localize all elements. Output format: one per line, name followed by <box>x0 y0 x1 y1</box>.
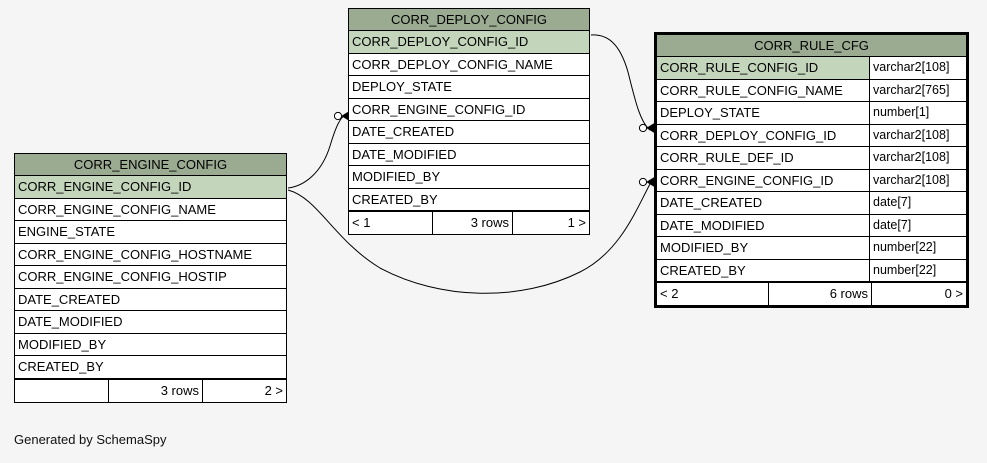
column-row[interactable]: DATE_CREATED <box>15 289 286 311</box>
column-type: number[22] <box>869 237 966 259</box>
column-name: DEPLOY_STATE <box>352 79 452 94</box>
column-name: DATE_MODIFIED <box>18 314 123 329</box>
column-row[interactable]: MODIFIED_BY <box>349 166 589 189</box>
column-name: CORR_DEPLOY_CONFIG_ID <box>349 31 589 53</box>
column-row[interactable]: CORR_ENGINE_CONFIG_HOSTIP <box>15 266 286 289</box>
column-type: varchar2[108] <box>869 124 966 146</box>
column-name: DEPLOY_STATE <box>660 105 760 120</box>
column-row[interactable]: CREATED_BY number[22] <box>657 259 966 282</box>
column-name: CORR_ENGINE_CONFIG_ID <box>660 172 834 188</box>
relationship-line <box>590 34 651 131</box>
column-type: varchar2[108] <box>869 169 966 191</box>
column-row[interactable]: CORR_DEPLOY_CONFIG_NAME <box>349 54 589 76</box>
column-name: CORR_RULE_CONFIG_ID <box>657 57 869 79</box>
column-type: varchar2[108] <box>869 57 966 79</box>
column-type: number[22] <box>869 259 966 281</box>
column-name: CORR_ENGINE_CONFIG_NAME <box>18 201 216 217</box>
column-row[interactable]: DATE_CREATED <box>349 121 589 144</box>
column-name: CORR_ENGINE_CONFIG_ID <box>352 101 526 117</box>
table-title-corr-rule-cfg: CORR_RULE_CFG <box>657 35 966 57</box>
column-name: CORR_RULE_CONFIG_NAME <box>660 82 843 98</box>
optional-zero-marker-icon <box>638 177 648 187</box>
column-row[interactable]: CREATED_BY <box>349 189 589 211</box>
column-row[interactable]: DATE_CREATED date[7] <box>657 192 966 215</box>
footer-row-count: 3 rows <box>433 212 513 234</box>
column-type: date[7] <box>869 192 966 214</box>
column-row[interactable]: ENGINE_STATE <box>15 221 286 244</box>
column-row[interactable]: MODIFIED_BY number[22] <box>657 237 966 260</box>
column-name: DATE_CREATED <box>352 124 455 139</box>
relationship-engine-to-deploy <box>287 109 352 189</box>
column-name: CREATED_BY <box>352 191 438 207</box>
generator-credit: Generated by SchemaSpy <box>14 432 167 447</box>
column-name: CREATED_BY <box>18 359 104 374</box>
column-row[interactable]: CREATED_BY <box>15 356 286 379</box>
column-name: MODIFIED_BY <box>18 336 107 352</box>
column-name: CORR_DEPLOY_CONFIG_NAME <box>352 56 553 72</box>
footer-prev-link[interactable] <box>15 379 109 402</box>
column-name: DATE_MODIFIED <box>352 146 457 162</box>
column-row-primary-key[interactable]: CORR_ENGINE_CONFIG_ID <box>15 176 286 199</box>
column-row[interactable]: DATE_MODIFIED <box>349 144 589 166</box>
column-row[interactable]: CORR_RULE_DEF_ID varchar2[108] <box>657 147 966 170</box>
column-row[interactable]: CORR_RULE_CONFIG_NAME varchar2[765] <box>657 79 966 102</box>
column-row[interactable]: CORR_DEPLOY_CONFIG_ID varchar2[108] <box>657 124 966 147</box>
column-name: CORR_DEPLOY_CONFIG_ID <box>660 127 837 143</box>
column-name: MODIFIED_BY <box>660 240 749 255</box>
footer-next-link[interactable]: 1 > <box>567 215 586 230</box>
column-row[interactable]: DEPLOY_STATE number[1] <box>657 102 966 125</box>
column-row[interactable]: CORR_ENGINE_CONFIG_ID varchar2[108] <box>657 169 966 192</box>
table-title-corr-deploy-config: CORR_DEPLOY_CONFIG <box>349 9 589 31</box>
column-type: varchar2[765] <box>869 79 966 101</box>
optional-zero-marker-icon <box>333 111 343 121</box>
column-name: CREATED_BY <box>660 262 746 278</box>
column-row[interactable]: CORR_ENGINE_CONFIG_HOSTNAME <box>15 244 286 266</box>
optional-zero-marker-icon <box>638 123 648 133</box>
relationship-deploy-to-rule <box>590 34 657 135</box>
column-row[interactable]: CORR_ENGINE_CONFIG_ID <box>349 99 589 121</box>
column-row[interactable]: DATE_MODIFIED date[7] <box>657 214 966 237</box>
column-name: CORR_ENGINE_CONFIG_HOSTNAME <box>18 246 253 262</box>
column-type: date[7] <box>869 214 966 236</box>
column-name: CORR_RULE_DEF_ID <box>660 150 794 165</box>
footer-prev-link[interactable]: < 1 <box>349 212 433 234</box>
footer-row-count: 6 rows <box>769 283 872 305</box>
column-row[interactable]: DEPLOY_STATE <box>349 76 589 99</box>
column-type: number[1] <box>869 102 966 124</box>
footer-next-link[interactable]: 2 > <box>264 382 283 398</box>
table-footer-corr-engine-config: 3 rows 2 > <box>15 378 286 402</box>
column-type: varchar2[108] <box>869 147 966 169</box>
column-name: CORR_ENGINE_CONFIG_HOSTIP <box>18 269 227 284</box>
relationship-line <box>287 113 347 189</box>
column-row[interactable]: CORR_ENGINE_CONFIG_NAME <box>15 199 286 221</box>
column-name: ENGINE_STATE <box>18 224 116 239</box>
footer-row-count: 3 rows <box>109 379 203 402</box>
column-name: DATE_MODIFIED <box>660 217 765 233</box>
column-name: DATE_CREATED <box>18 291 121 307</box>
column-row[interactable]: MODIFIED_BY <box>15 334 286 356</box>
column-row-primary-key[interactable]: CORR_DEPLOY_CONFIG_ID <box>349 31 589 54</box>
column-row[interactable]: DATE_MODIFIED <box>15 311 286 334</box>
footer-prev-link[interactable]: < 2 <box>657 283 769 305</box>
footer-next-link[interactable]: 0 > <box>944 286 963 301</box>
column-name: DATE_CREATED <box>660 195 763 210</box>
column-name: CORR_ENGINE_CONFIG_ID <box>15 176 286 198</box>
column-name: MODIFIED_BY <box>352 169 441 184</box>
table-title-corr-engine-config: CORR_ENGINE_CONFIG <box>15 154 286 176</box>
